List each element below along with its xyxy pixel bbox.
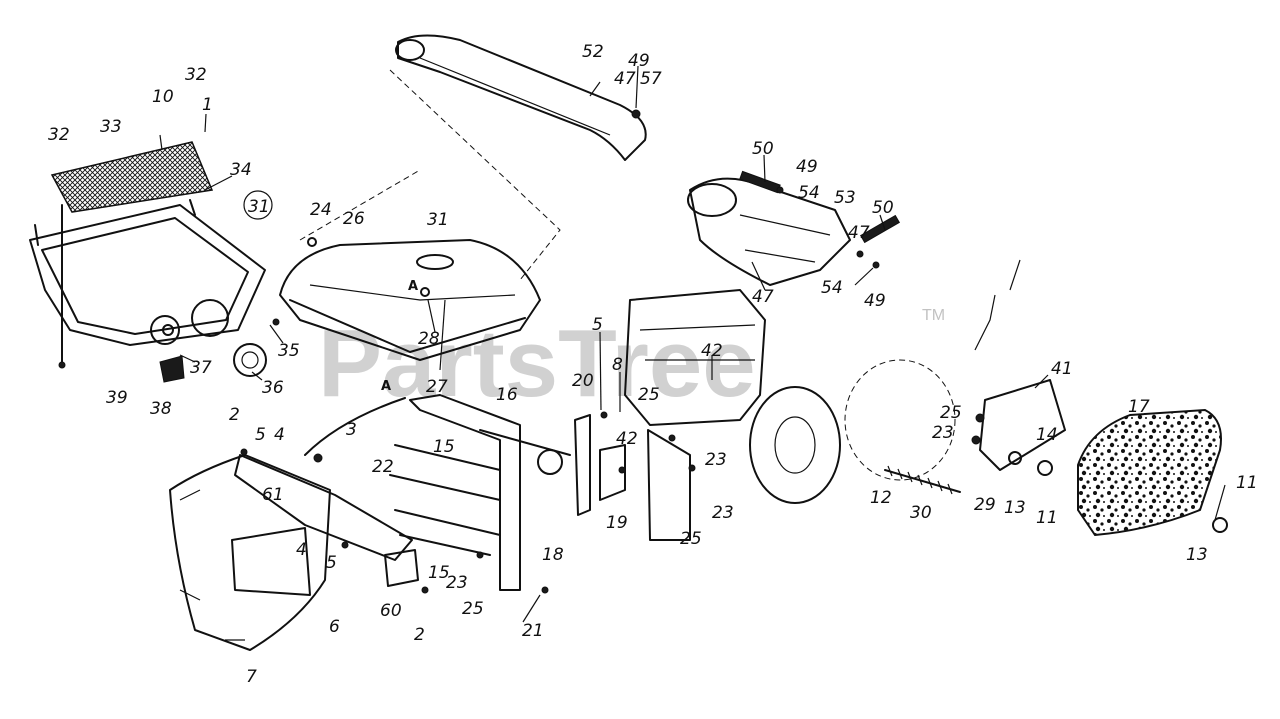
lift-rod bbox=[304, 397, 406, 456]
callout-12: 12 bbox=[870, 488, 892, 508]
callout-21: 21 bbox=[522, 621, 544, 641]
callout-23-housing: 23 bbox=[932, 423, 954, 443]
callout-31-circled: 31 bbox=[248, 197, 270, 217]
callout-23-bracket-b: 23 bbox=[712, 503, 734, 523]
callout-10: 10 bbox=[152, 87, 174, 107]
bagger-cover bbox=[279, 237, 541, 361]
callout-50-right: 50 bbox=[872, 198, 894, 218]
callout-47-right: 47 bbox=[848, 223, 870, 243]
callout-24: 24 bbox=[310, 200, 332, 220]
callout-32-top: 32 bbox=[185, 65, 207, 85]
callout-22: 22 bbox=[372, 457, 394, 477]
callout-7: 7 bbox=[246, 667, 257, 687]
callout-11-right: 11 bbox=[1236, 473, 1258, 493]
ref-letter-a-frame: A bbox=[381, 379, 391, 394]
callout-38: 38 bbox=[150, 399, 172, 419]
callout-33: 33 bbox=[100, 117, 122, 137]
callout-labels: 1 2 2 3 4 4 5 5 5 6 7 8 10 11 11 12 13 1… bbox=[48, 42, 1258, 687]
routing-line-cover bbox=[299, 169, 421, 241]
callout-31: 31 bbox=[427, 210, 449, 230]
callout-31-circle bbox=[243, 190, 273, 220]
watermark-text: PartsTree bbox=[318, 310, 756, 417]
callout-1: 1 bbox=[202, 95, 213, 115]
callout-41: 41 bbox=[1051, 359, 1073, 379]
callout-5-bracket: 5 bbox=[592, 315, 603, 335]
leader-lines bbox=[159, 65, 1226, 623]
callout-11-left: 11 bbox=[1036, 508, 1058, 528]
callout-17: 17 bbox=[1128, 397, 1150, 417]
callout-60: 60 bbox=[380, 601, 402, 621]
callout-8: 8 bbox=[612, 355, 623, 375]
callout-25-bracket-b: 25 bbox=[680, 529, 702, 549]
chute-adapter bbox=[687, 170, 901, 286]
callout-53: 53 bbox=[834, 188, 856, 208]
ref-letter-a-cover: A bbox=[408, 279, 418, 294]
callout-14: 14 bbox=[1036, 425, 1058, 445]
routing-line-chute bbox=[389, 69, 561, 281]
callout-52: 52 bbox=[582, 42, 604, 62]
grass-bag bbox=[169, 454, 413, 651]
mounting-frame bbox=[389, 394, 571, 591]
callout-30: 30 bbox=[910, 503, 932, 523]
callout-35: 35 bbox=[278, 341, 300, 361]
callout-4-top: 4 bbox=[274, 425, 285, 445]
callout-25-housing: 25 bbox=[940, 403, 962, 423]
bracket-60 bbox=[384, 549, 419, 587]
callout-4-bottom: 4 bbox=[296, 540, 307, 560]
callout-49-bottom: 49 bbox=[864, 291, 886, 311]
callout-32-left: 32 bbox=[48, 125, 70, 145]
rear-weight bbox=[1077, 408, 1222, 537]
callout-23-bracket-a: 23 bbox=[705, 450, 727, 470]
watermark-trademark: TM bbox=[922, 307, 945, 324]
side-brackets bbox=[574, 414, 691, 541]
callout-23-frame: 23 bbox=[446, 573, 468, 593]
callout-37: 37 bbox=[190, 358, 212, 378]
fasteners bbox=[58, 109, 985, 594]
callout-42-engine: 42 bbox=[701, 341, 723, 361]
callout-15-bottom: 15 bbox=[428, 563, 450, 583]
callout-2-bottom: 2 bbox=[414, 625, 425, 645]
grass-bag-top-frame bbox=[29, 141, 266, 366]
callout-34: 34 bbox=[230, 160, 252, 180]
callout-29: 29 bbox=[974, 495, 996, 515]
callout-2-top: 2 bbox=[229, 405, 240, 425]
callout-25-bracket-a: 25 bbox=[638, 385, 660, 405]
callout-47-top: 47 bbox=[614, 69, 636, 89]
callout-3: 3 bbox=[346, 420, 357, 440]
callout-20: 20 bbox=[572, 371, 594, 391]
callout-26: 26 bbox=[343, 209, 365, 229]
callout-13-right: 13 bbox=[1186, 545, 1208, 565]
callout-61: 61 bbox=[262, 485, 284, 505]
callout-16: 16 bbox=[496, 385, 518, 405]
callout-5-top: 5 bbox=[255, 425, 266, 445]
callout-27: 27 bbox=[426, 377, 448, 397]
small-bracket-parts bbox=[159, 324, 267, 383]
callout-13-left: 13 bbox=[1004, 498, 1026, 518]
callout-15-top: 15 bbox=[433, 437, 455, 457]
discharge-chute-tube bbox=[395, 34, 647, 161]
callout-57: 57 bbox=[640, 69, 662, 89]
callout-6: 6 bbox=[329, 617, 340, 637]
callout-49-top: 49 bbox=[628, 51, 650, 71]
callout-54-top: 54 bbox=[798, 183, 820, 203]
callout-36: 36 bbox=[262, 378, 284, 398]
callout-28: 28 bbox=[418, 329, 440, 349]
callout-47-bottom: 47 bbox=[752, 287, 774, 307]
callout-18: 18 bbox=[542, 545, 564, 565]
mower-engine-body bbox=[624, 289, 956, 504]
callout-42-bracket: 42 bbox=[616, 429, 638, 449]
callout-39: 39 bbox=[106, 388, 128, 408]
axle-rod bbox=[884, 451, 1228, 533]
callout-50-left: 50 bbox=[752, 139, 774, 159]
callout-19: 19 bbox=[606, 513, 628, 533]
callout-54-bottom: 54 bbox=[821, 278, 843, 298]
callout-25-frame: 25 bbox=[462, 599, 484, 619]
callout-49-mid: 49 bbox=[796, 157, 818, 177]
callout-5-bottom: 5 bbox=[326, 553, 337, 573]
